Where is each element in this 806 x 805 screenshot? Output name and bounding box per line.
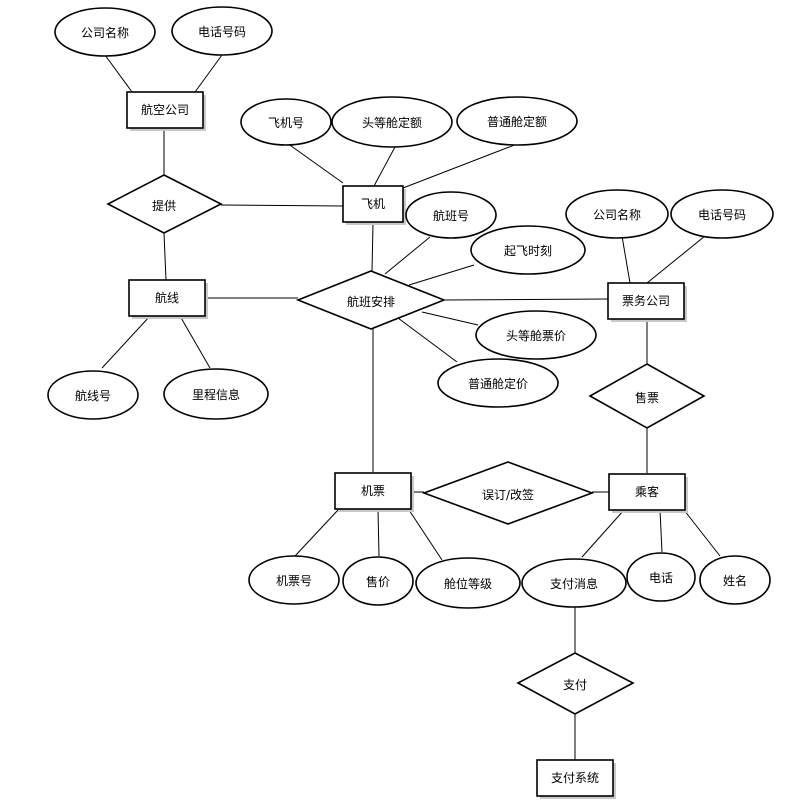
attribute-agency-phone[interactable]: 电话号码 [670, 189, 774, 239]
attribute-passenger-name-label: 姓名 [723, 573, 747, 588]
entity-ticket-company[interactable]: 票务公司 [607, 282, 687, 322]
connector-lines [101, 54, 721, 760]
line-route-no [101, 315, 151, 369]
attribute-airline-phone-label: 电话号码 [198, 25, 246, 39]
line-first-price [421, 311, 479, 326]
line-agency-name [621, 235, 631, 284]
relationship-flight-schedule[interactable]: 航班安排 [295, 270, 447, 330]
attribute-flight-no-label: 航班号 [433, 208, 469, 223]
line-economy-price [397, 317, 458, 363]
attribute-economy-price[interactable]: 普通舱定价 [437, 358, 559, 408]
relationship-provide[interactable]: 提供 [106, 174, 223, 234]
attribute-plane-no[interactable]: 飞机号 [240, 98, 332, 146]
attribute-first-class-quota[interactable]: 头等舱定额 [331, 96, 453, 148]
line-ticket-no [294, 509, 339, 557]
relationship-sell-tickets[interactable]: 售票 [588, 363, 706, 429]
attribute-economy-quota[interactable]: 普通舱定额 [456, 96, 578, 146]
line-departure-time [408, 264, 475, 286]
attribute-passenger-phone[interactable]: 电话 [626, 552, 696, 602]
attribute-passenger-name[interactable]: 姓名 [699, 555, 771, 605]
attribute-airline-phone[interactable]: 电话号码 [171, 6, 273, 56]
entity-airplane[interactable]: 飞机 [342, 185, 406, 225]
attribute-airline-name[interactable]: 公司名称 [54, 7, 156, 57]
attribute-ticket-price[interactable]: 售价 [342, 556, 414, 606]
line-ticket-price [377, 509, 380, 557]
attribute-economy-price-label: 普通舱定价 [468, 376, 528, 391]
entity-ticket[interactable]: 机票 [334, 472, 414, 512]
entity-route-label: 航线 [155, 290, 179, 305]
relationship-pay[interactable]: 支付 [516, 652, 635, 715]
attribute-payment-info-label: 支付消息 [550, 576, 598, 591]
line-provide-route [163, 232, 167, 281]
attribute-ticket-price-label: 售价 [366, 574, 390, 589]
line-agency-phone [646, 235, 706, 284]
line-airline-name [104, 54, 133, 93]
attribute-passenger-phone-label: 电话 [649, 571, 673, 585]
attribute-departure-time-label: 起飞时刻 [504, 244, 552, 258]
attribute-payment-info[interactable]: 支付消息 [521, 558, 627, 608]
line-airplane-schedule [371, 222, 374, 273]
relationship-flight-schedule-label: 航班安排 [347, 294, 395, 309]
attribute-route-no-label: 航线号 [75, 388, 111, 403]
attribute-route-no[interactable]: 航线号 [47, 370, 139, 420]
attribute-mileage-info[interactable]: 里程信息 [163, 368, 269, 420]
entity-airplane-label: 飞机 [361, 197, 385, 211]
attribute-airline-name-label: 公司名称 [81, 25, 129, 40]
line-economy-quota [402, 143, 518, 189]
entity-ticket-label: 机票 [361, 484, 385, 498]
attribute-agency-name[interactable]: 公司名称 [565, 189, 669, 239]
attribute-first-class-quota-label: 头等舱定额 [362, 115, 422, 130]
line-flight-no [384, 236, 431, 275]
attribute-cabin-class[interactable]: 舱位等级 [415, 557, 521, 609]
attribute-ticket-no[interactable]: 机票号 [248, 555, 340, 605]
attribute-flight-no[interactable]: 航班号 [405, 191, 497, 239]
entity-passenger-label: 乘客 [635, 484, 659, 499]
attribute-economy-quota-label: 普通舱定额 [487, 114, 547, 129]
relationship-sell-tickets-label: 售票 [635, 390, 659, 405]
attribute-departure-time[interactable]: 起飞时刻 [470, 225, 586, 275]
attribute-first-class-price-label: 头等舱票价 [506, 329, 566, 343]
entity-payment-system-label: 支付系统 [551, 771, 599, 785]
attribute-ticket-no-label: 机票号 [276, 574, 312, 588]
attribute-agency-phone-label: 电话号码 [698, 208, 746, 222]
relationship-book-change[interactable]: 误订/改签 [421, 461, 595, 525]
attribute-plane-no-label: 飞机号 [268, 116, 304, 130]
line-schedule-agency [443, 298, 609, 301]
entity-passenger[interactable]: 乘客 [608, 473, 688, 513]
entity-airline-label: 航空公司 [141, 102, 189, 117]
line-payment-info [581, 509, 625, 558]
entity-ticket-company-label: 票务公司 [622, 293, 670, 308]
line-passenger-phone [659, 509, 663, 553]
line-first-quota [373, 146, 396, 187]
entity-payment-system[interactable]: 支付系统 [536, 759, 616, 799]
relationship-pay-label: 支付 [563, 678, 587, 692]
entity-route[interactable]: 航线 [128, 279, 208, 319]
line-airline-phone [194, 54, 223, 93]
attribute-cabin-class-label: 舱位等级 [444, 576, 492, 591]
line-cabin-class [408, 509, 443, 561]
attribute-agency-name-label: 公司名称 [593, 207, 641, 222]
attribute-mileage-info-label: 里程信息 [192, 387, 240, 402]
line-mileage [179, 315, 211, 369]
line-provide-airplane [220, 204, 344, 207]
relationship-provide-label: 提供 [152, 198, 176, 213]
attribute-first-class-price[interactable]: 头等舱票价 [475, 310, 597, 360]
entity-airline[interactable]: 航空公司 [126, 91, 206, 131]
line-plane-no [286, 142, 344, 184]
relationship-book-change-label: 误订/改签 [482, 487, 534, 502]
line-passenger-name [683, 509, 721, 557]
